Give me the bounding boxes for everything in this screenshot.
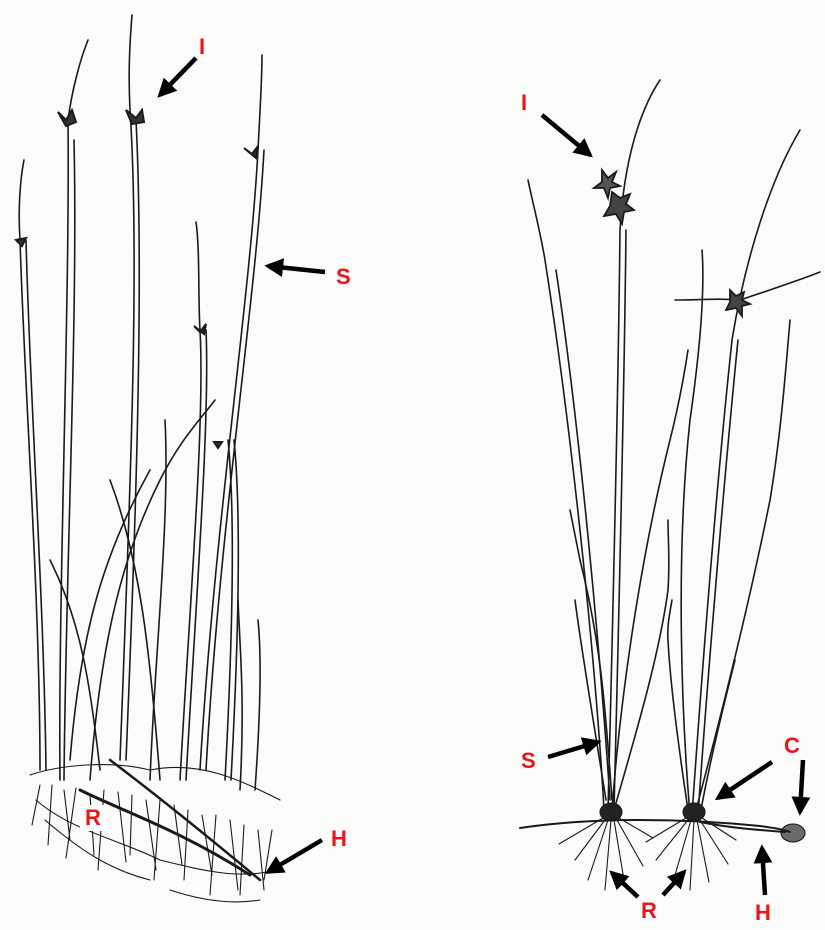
arrow-left-h: [268, 840, 322, 872]
label-right-rhizome: H: [755, 902, 771, 924]
arrow-right-r-1: [612, 873, 638, 897]
arrow-right-s: [548, 742, 598, 757]
right-flower-clusters: [594, 170, 750, 316]
arrow-right-i: [542, 115, 590, 155]
right-plant: [520, 80, 820, 890]
label-right-stem: S: [521, 750, 536, 772]
left-plant: [16, 15, 280, 902]
arrow-left-s: [268, 266, 325, 272]
arrow-right-h: [762, 848, 765, 895]
label-left-roots: R: [80, 805, 106, 831]
label-left-rhizome: H: [331, 828, 347, 850]
label-right-roots: R: [641, 900, 657, 922]
label-right-corm: C: [784, 735, 800, 757]
label-right-inflorescence: I: [521, 92, 527, 114]
arrow-right-c-1: [718, 762, 772, 798]
left-root-mass: [30, 760, 280, 902]
arrow-right-r-2: [663, 872, 684, 895]
arrow-left-i: [160, 58, 196, 95]
left-stems: [19, 15, 264, 790]
label-left-inflorescence: I: [199, 36, 205, 58]
label-left-stem: S: [336, 266, 351, 288]
right-leaves: [528, 80, 820, 815]
arrow-right-c-2: [800, 760, 803, 812]
